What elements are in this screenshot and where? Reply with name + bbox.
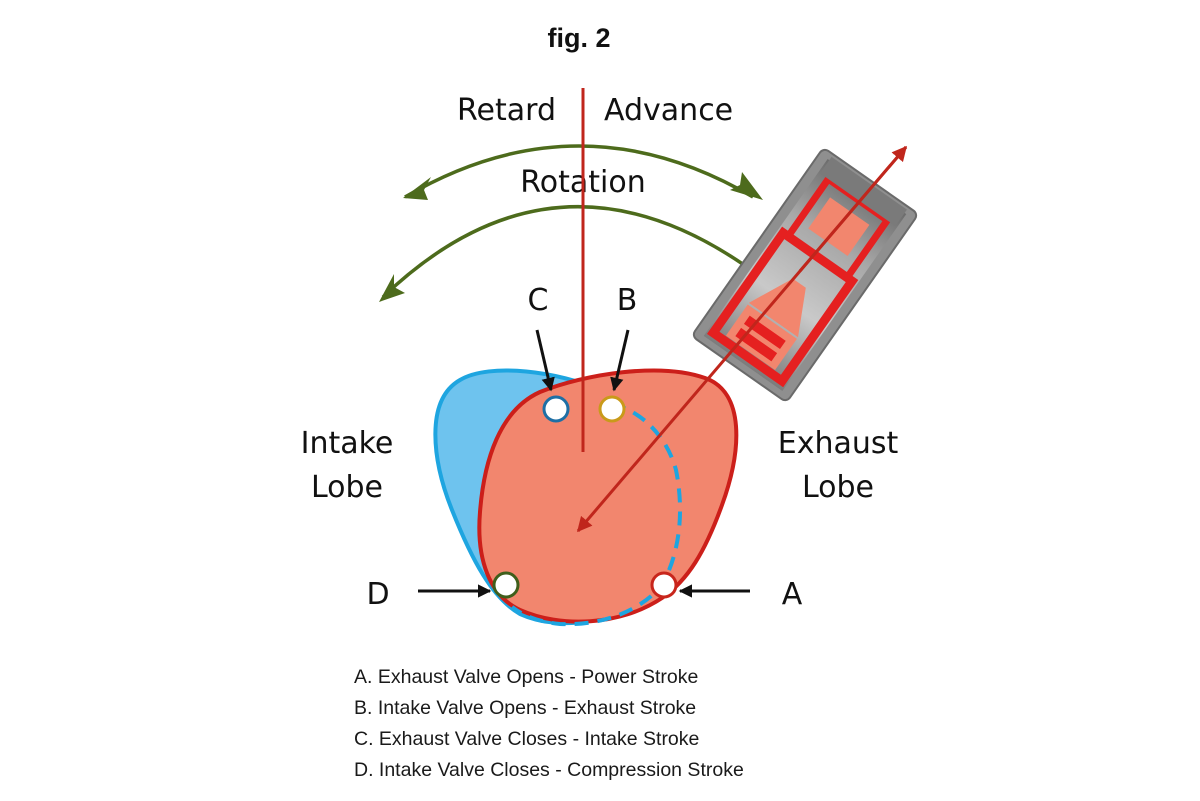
arrowhead-icon <box>730 172 763 200</box>
intake-lobe-label-line1: Intake <box>301 426 394 461</box>
point-a-label: A <box>782 577 803 612</box>
retard-label: Retard <box>457 93 556 128</box>
lifter-icon <box>692 148 918 402</box>
pointer-arrow-c <box>535 329 555 392</box>
pointer-arrow-b <box>610 329 630 392</box>
legend-item-c: C. Exhaust Valve Closes - Intake Stroke <box>354 728 700 750</box>
legend-item-a: A. Exhaust Valve Opens - Power Stroke <box>354 666 699 688</box>
point-d-marker <box>492 571 520 599</box>
advance-label: Advance <box>604 93 733 128</box>
point-c-label: C <box>528 283 549 318</box>
point-c-marker <box>542 395 570 423</box>
pointer-arrows <box>418 329 750 598</box>
point-b-marker <box>598 395 626 423</box>
legend: A. Exhaust Valve Opens - Power Stroke B.… <box>354 662 744 786</box>
legend-item-d: D. Intake Valve Closes - Compression Str… <box>354 759 744 781</box>
figure-title: fig. 2 <box>547 23 610 53</box>
exhaust-lobe-label-line2: Lobe <box>802 470 874 505</box>
rotation-arrow-upper <box>404 144 754 199</box>
arrowhead-icon <box>403 177 431 200</box>
lifter-axis-arrow-out <box>798 145 908 272</box>
rotation-arrow-lower <box>381 205 782 299</box>
intake-lobe-label-line2: Lobe <box>311 470 383 505</box>
point-b-label: B <box>617 283 638 318</box>
point-a-marker <box>650 571 678 599</box>
exhaust-lobe-label-line1: Exhaust <box>778 426 899 461</box>
rotation-label-bg <box>515 160 655 202</box>
rotation-arrows <box>381 144 782 299</box>
point-d-label: D <box>366 577 389 612</box>
legend-item-b: B. Intake Valve Opens - Exhaust Stroke <box>354 697 697 719</box>
arrowhead-icon <box>379 274 405 302</box>
